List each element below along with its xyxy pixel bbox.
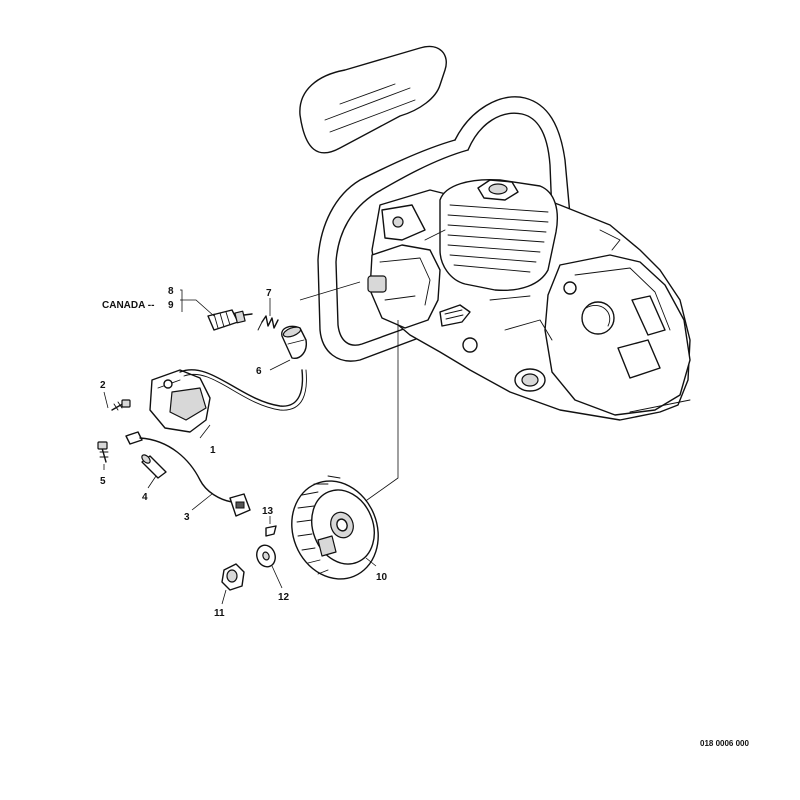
part-number-9: 9 xyxy=(168,300,174,311)
sleeve-icon xyxy=(141,454,167,479)
canada-variant-label: CANADA -- xyxy=(102,300,154,311)
flywheel-icon xyxy=(291,475,379,580)
part-number-13: 13 xyxy=(262,506,274,517)
part-number-12: 12 xyxy=(278,592,290,603)
part-number-3: 3 xyxy=(184,512,190,523)
chainsaw-engine-housing-icon xyxy=(299,45,691,421)
screw-icon xyxy=(97,441,109,463)
part-number-2: 2 xyxy=(100,380,106,391)
washer-icon xyxy=(256,544,276,568)
ignition-module-icon xyxy=(149,369,307,433)
part-number-6: 6 xyxy=(256,366,262,377)
spark-plug-boot-icon xyxy=(281,325,307,359)
part-number-4: 4 xyxy=(142,492,148,503)
leg-spring-icon xyxy=(257,315,279,331)
diagram-reference-code: 018 0006 000 xyxy=(700,739,749,748)
screw-icon xyxy=(111,399,131,411)
part-number-1: 1 xyxy=(210,445,216,456)
part-number-5: 5 xyxy=(100,476,106,487)
part-number-10: 10 xyxy=(376,572,388,583)
part-number-7: 7 xyxy=(266,288,272,299)
nut-icon xyxy=(221,563,245,591)
spark-plug-icon xyxy=(207,309,253,331)
part-number-8: 8 xyxy=(168,286,174,297)
short-circuit-wire-icon xyxy=(125,431,251,517)
key-icon xyxy=(265,525,277,537)
part-number-11: 11 xyxy=(214,608,225,619)
